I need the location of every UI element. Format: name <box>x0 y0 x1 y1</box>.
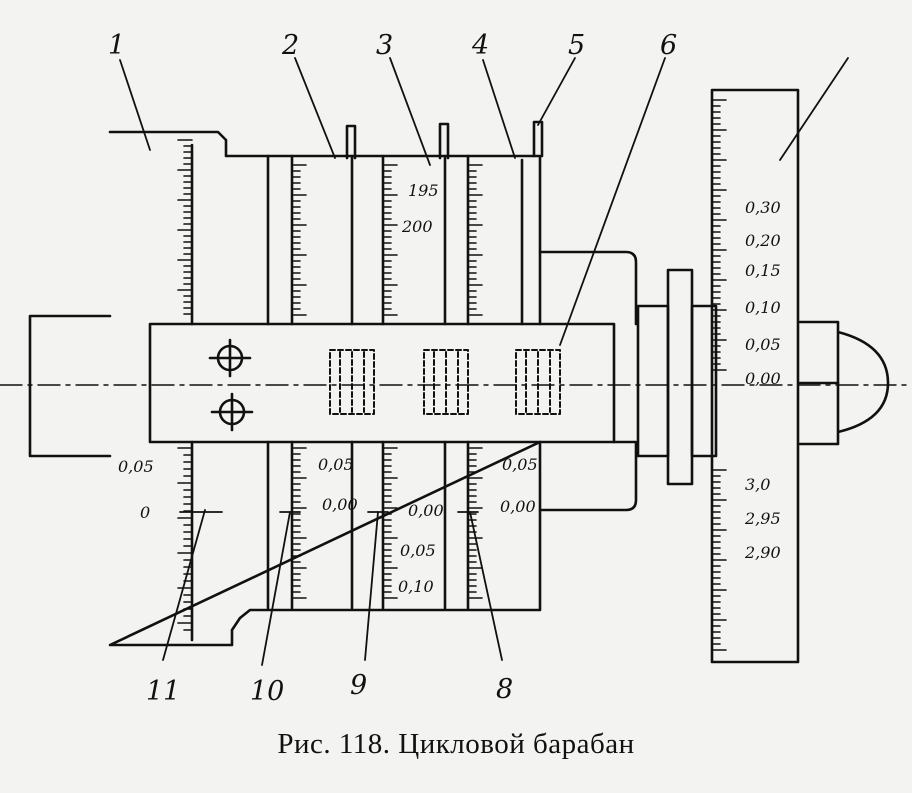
callout-4: 4 <box>471 30 489 61</box>
center-plate <box>148 322 616 444</box>
scale-label-010: 0,10 <box>745 298 781 317</box>
drum-label-200: 200 <box>401 217 433 236</box>
drum-scale-labels: 195 200 0,05 0 0,05 0,00 0,00 0,05 0,10 … <box>118 181 538 596</box>
hub <box>636 304 670 458</box>
callout-10: 10 <box>250 676 284 707</box>
callout-5: 5 <box>568 30 585 61</box>
right-scale-strip <box>710 88 800 664</box>
drum-label-2-005: 0,05 <box>318 455 354 474</box>
hub-ring <box>690 304 718 458</box>
bolt-holes <box>208 338 254 432</box>
figure-caption: Рис. 118. Цикловой барабан <box>277 728 635 760</box>
scale-label-000: 0,00 <box>745 369 781 388</box>
drum-label-3-000: 0,00 <box>408 501 444 520</box>
bracket <box>538 250 638 512</box>
drum-label-2-000: 0,00 <box>322 495 358 514</box>
scale-label-020: 0,20 <box>745 231 781 250</box>
scale-label-30: 3,0 <box>745 475 770 494</box>
callout-1: 1 <box>108 30 125 61</box>
callout-3: 3 <box>376 30 393 61</box>
leader-lines <box>119 57 849 666</box>
drum-label-4-000: 0,00 <box>500 497 536 516</box>
drum-label-1-005: 0,05 <box>118 457 154 476</box>
scale-label-005: 0,05 <box>745 335 781 354</box>
callout-6: 6 <box>660 30 677 61</box>
flange <box>666 268 694 486</box>
stop-tab-1 <box>345 124 357 160</box>
callout-8: 8 <box>496 674 513 705</box>
callout-numbers: 1 2 3 4 5 6 11 10 9 8 <box>108 30 677 707</box>
dog-slots <box>329 349 561 415</box>
drum-label-3-005: 0,05 <box>400 541 436 560</box>
callout-9: 9 <box>350 670 367 701</box>
scale-label-290: 2,90 <box>744 543 781 562</box>
shaft-left <box>28 314 112 458</box>
drum-label-4-005: 0,05 <box>502 455 538 474</box>
drum-label-1-0: 0 <box>140 503 150 522</box>
scale-label-030: 0,30 <box>745 198 781 217</box>
scale-label-015: 0,15 <box>745 261 781 280</box>
scale-ticks <box>177 99 727 651</box>
stop-tab-2 <box>438 122 450 160</box>
drum-section-lines <box>190 143 524 642</box>
callout-2: 2 <box>281 30 299 61</box>
scale-label-295: 2,95 <box>744 509 781 528</box>
stop-tab-5 <box>532 120 544 158</box>
drum-label-3-010: 0,10 <box>398 577 434 596</box>
drum-label-195: 195 <box>408 181 439 200</box>
callout-11: 11 <box>146 676 180 707</box>
right-scale-labels: 0,30 0,20 0,15 0,10 0,05 0,00 3,0 2,95 2… <box>744 198 781 562</box>
